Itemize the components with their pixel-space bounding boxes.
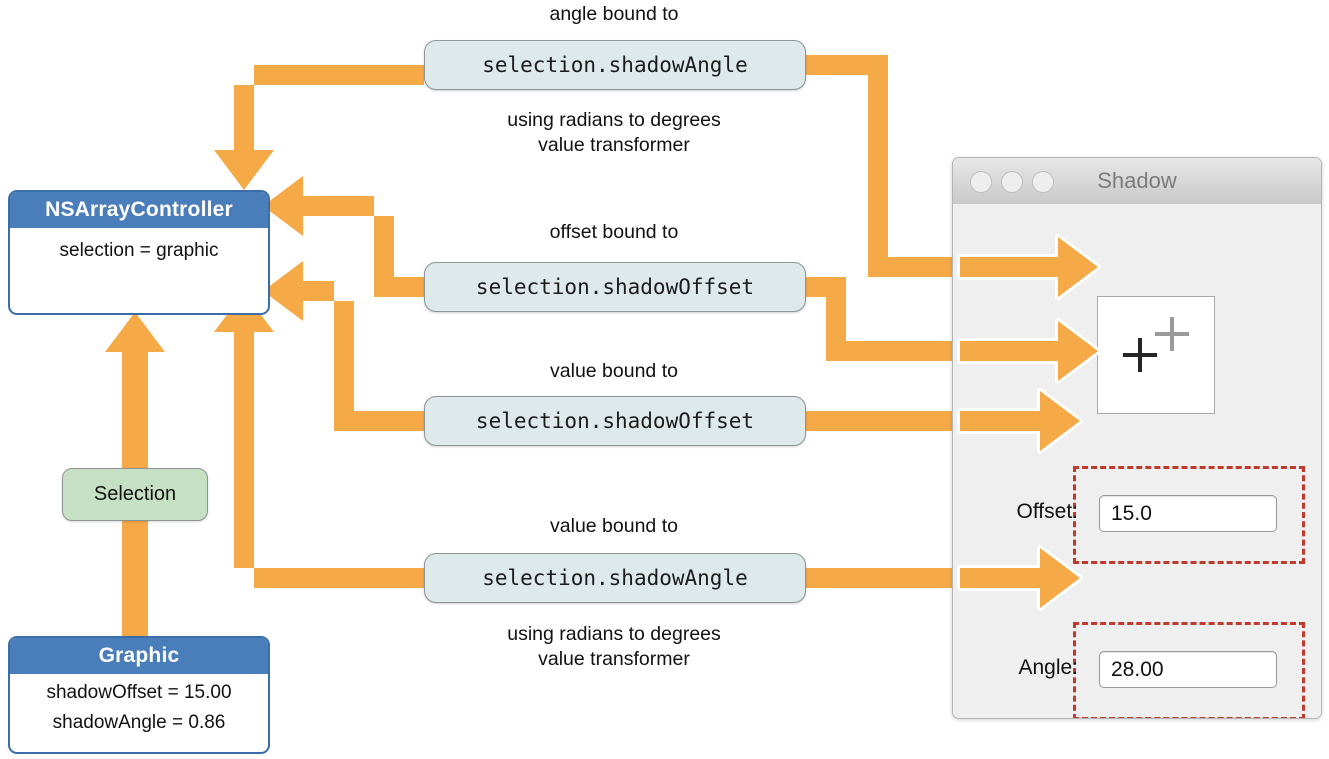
close-button[interactable] [970, 171, 992, 193]
caption-line-1: using radians to degrees [507, 623, 721, 645]
offset-field-value: 15.0 [1111, 501, 1152, 525]
arrow-offset-to-controller [263, 176, 424, 297]
caption-offset-value-bound-to: value bound to [550, 360, 678, 382]
keypath-text: selection.shadowOffset [475, 275, 755, 299]
nsarraycontroller-title: NSArrayController [10, 192, 268, 228]
angle-field-value: 28.00 [1111, 657, 1164, 681]
angle-field[interactable]: 28.00 [1099, 651, 1277, 688]
shadow-preview[interactable] [1097, 296, 1215, 414]
traffic-lights [970, 171, 1054, 193]
caption-line-1: using radians to degrees [507, 109, 721, 131]
keypath-box-angle: selection.shadowAngle [424, 40, 806, 90]
arrow-anglevalue-to-controller [214, 292, 424, 588]
offset-field[interactable]: 15.0 [1099, 495, 1277, 532]
selection-pill: Selection [62, 468, 208, 521]
offset-label: Offset: [1016, 500, 1078, 523]
window-titlebar[interactable]: Shadow [953, 158, 1321, 205]
angle-binding-highlight [1073, 622, 1305, 718]
caption-angle-value-bound-to: value bound to [550, 515, 678, 537]
keypath-text: selection.shadowAngle [482, 53, 748, 77]
caption-angle-bound-to: angle bound to [549, 3, 679, 25]
graphic-body: shadowOffset = 15.00 shadowAngle = 0.86 [10, 674, 268, 738]
plus-marker [1123, 338, 1157, 372]
window-content: Offset: 15.0 Angle: 28.00 [953, 204, 1321, 718]
arrow-offsetvalue-to-controller [263, 261, 424, 431]
graphic-node: Graphic shadowOffset = 15.00 shadowAngle… [8, 636, 270, 754]
arrow-angle-to-controller [214, 65, 424, 190]
caption-line-2: value transformer [538, 648, 690, 670]
caption-angle-transformer: using radians to degrees value transform… [414, 108, 814, 158]
graphic-shadowoffset-value: shadowOffset = 15.00 [46, 682, 232, 703]
zoom-button[interactable] [1032, 171, 1054, 193]
angle-label: Angle: [1018, 656, 1078, 679]
offset-binding-highlight [1073, 466, 1305, 564]
graphic-shadowangle-value: shadowAngle = 0.86 [52, 712, 226, 733]
nsarraycontroller-body: selection = graphic [59, 240, 219, 261]
keypath-box-offset-value: selection.shadowOffset [424, 396, 806, 446]
nsarraycontroller-node: NSArrayController selection = graphic [8, 190, 270, 315]
caption-angle-value-transformer: using radians to degrees value transform… [414, 622, 814, 672]
selection-pill-label: Selection [93, 483, 177, 505]
keypath-text: selection.shadowOffset [475, 409, 755, 433]
keypath-text: selection.shadowAngle [482, 566, 748, 590]
graphic-title: Graphic [10, 638, 268, 674]
caption-line-2: value transformer [538, 134, 690, 156]
minimize-button[interactable] [1001, 171, 1023, 193]
window-title: Shadow [1097, 168, 1177, 193]
plus-marker-shadow [1155, 317, 1189, 351]
caption-offset-bound-to: offset bound to [549, 221, 679, 243]
keypath-box-offset: selection.shadowOffset [424, 262, 806, 312]
shadow-window[interactable]: Shadow Offset: 15.0 [952, 157, 1322, 719]
keypath-box-angle-value: selection.shadowAngle [424, 553, 806, 603]
